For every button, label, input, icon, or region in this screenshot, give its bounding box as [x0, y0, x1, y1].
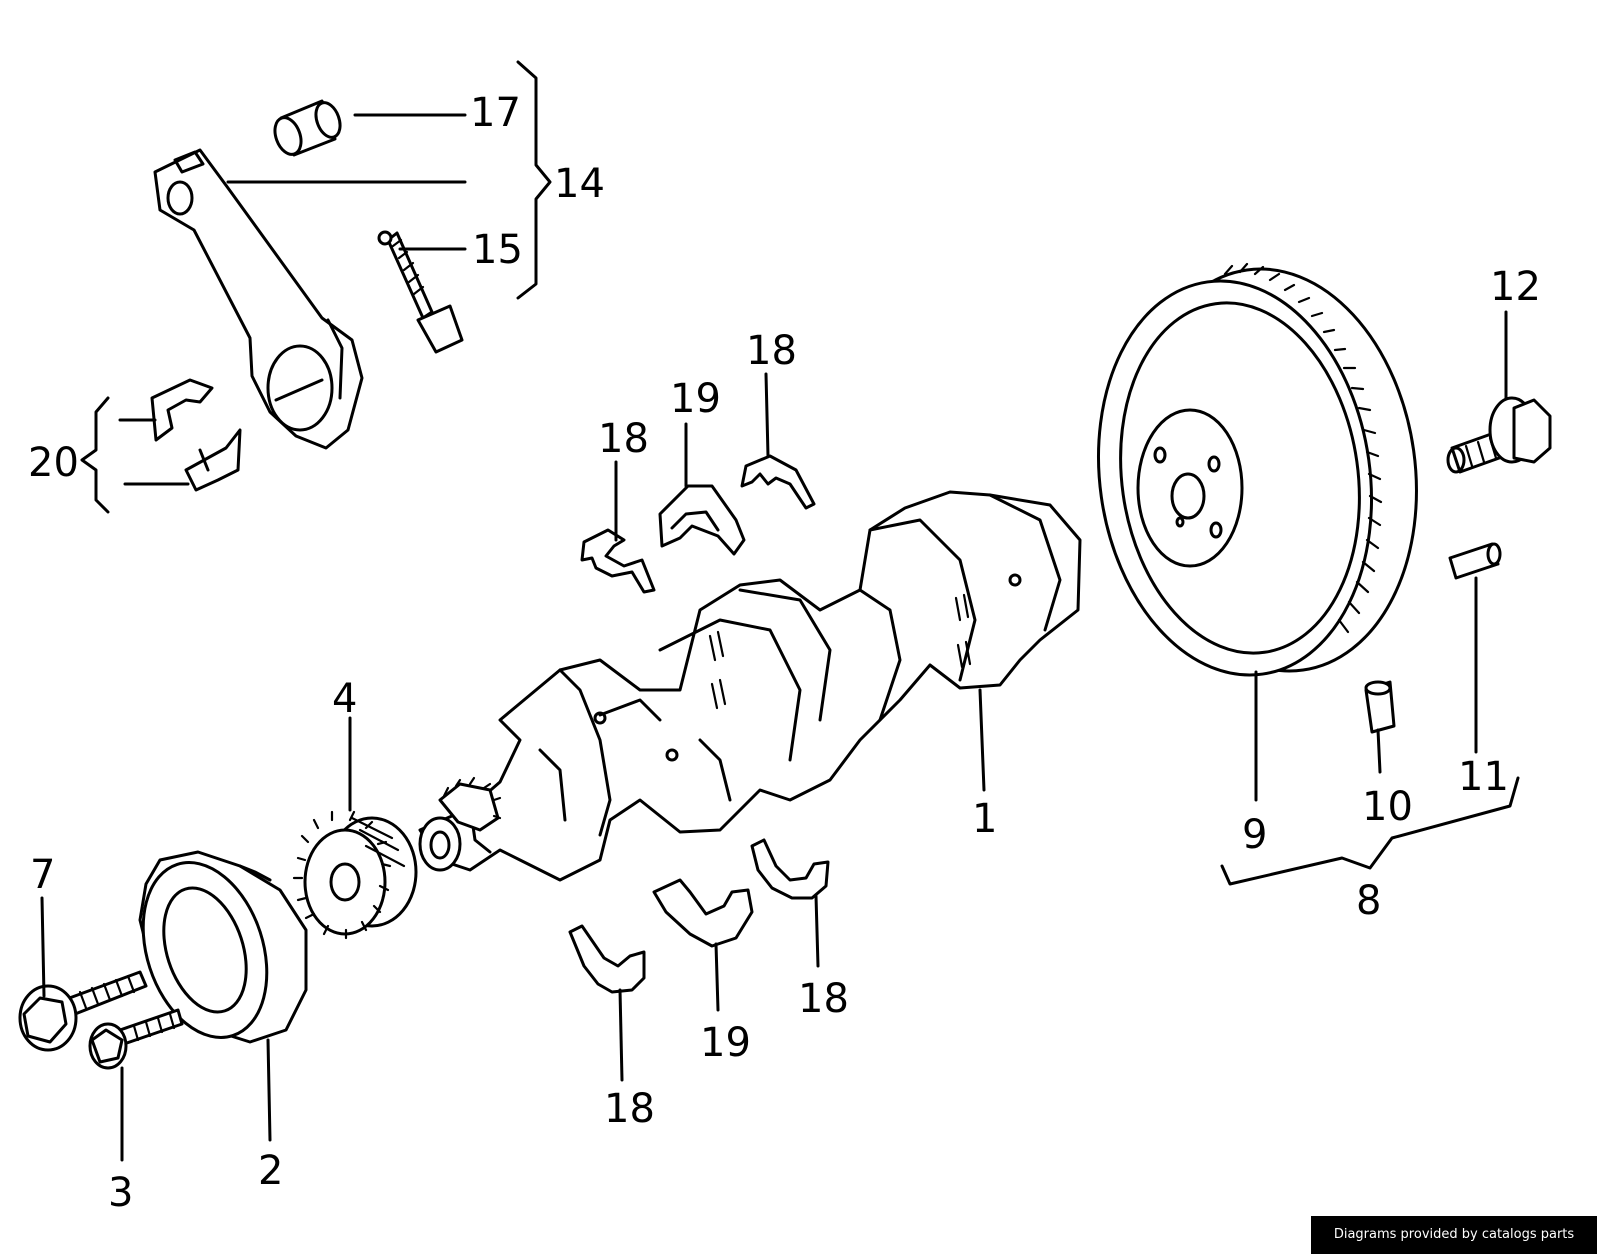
diagram-credit: Diagrams provided by catalogs parts	[1311, 1216, 1597, 1254]
label-19-bottom: 19	[700, 1020, 751, 1066]
label-2: 2	[258, 1148, 283, 1194]
bracket-8	[1220, 776, 1520, 886]
vibration-damper-pulley	[138, 850, 308, 1044]
label-12: 12	[1490, 264, 1541, 310]
sleeve-10	[1364, 680, 1396, 734]
label-18-top-left: 18	[598, 416, 649, 462]
label-20: 20	[28, 440, 79, 486]
thrust-washer-upper-right	[740, 454, 816, 510]
crankshaft-sprocket	[292, 810, 418, 940]
crankshaft	[418, 490, 1082, 882]
label-1: 1	[972, 796, 997, 842]
thrust-washer-lower-right	[750, 838, 830, 900]
bolt-3	[88, 1008, 184, 1070]
bracket-20	[80, 396, 110, 514]
flywheel-bolt-12	[1446, 396, 1552, 474]
connecting-rod-bolt	[377, 230, 464, 354]
bolt-7	[18, 970, 148, 1052]
label-18-bottom-right: 18	[798, 976, 849, 1022]
label-19-top: 19	[670, 376, 721, 422]
thrust-washer-lower-left	[568, 924, 646, 994]
callout-labels: 17 14 15 20 18 19 18 12 4 7 1 9 10 11 8 …	[28, 90, 1541, 1216]
label-14: 14	[554, 161, 605, 207]
bracket-14	[516, 60, 552, 300]
label-15: 15	[472, 227, 523, 273]
main-bearing-lower	[652, 878, 754, 948]
label-17: 17	[470, 90, 521, 136]
thrust-washer-upper-left	[580, 528, 656, 594]
label-7: 7	[30, 852, 55, 898]
main-bearing-upper	[658, 484, 746, 556]
connecting-rod-bearing-shells	[150, 378, 242, 492]
leader-lines-top-left	[118, 113, 467, 486]
label-10: 10	[1362, 784, 1413, 830]
flywheel	[1097, 262, 1418, 677]
label-18-top-right: 18	[746, 328, 797, 374]
dowel-pin-11	[1448, 542, 1502, 580]
label-11: 11	[1458, 754, 1509, 800]
leader-lines	[40, 310, 1508, 1162]
connecting-rod	[153, 148, 364, 450]
label-8: 8	[1356, 878, 1381, 924]
label-4: 4	[332, 676, 357, 722]
label-3: 3	[108, 1170, 133, 1216]
label-9: 9	[1242, 812, 1267, 858]
label-18-bottom-left: 18	[604, 1086, 655, 1132]
piston-pin-bushing	[273, 99, 342, 157]
